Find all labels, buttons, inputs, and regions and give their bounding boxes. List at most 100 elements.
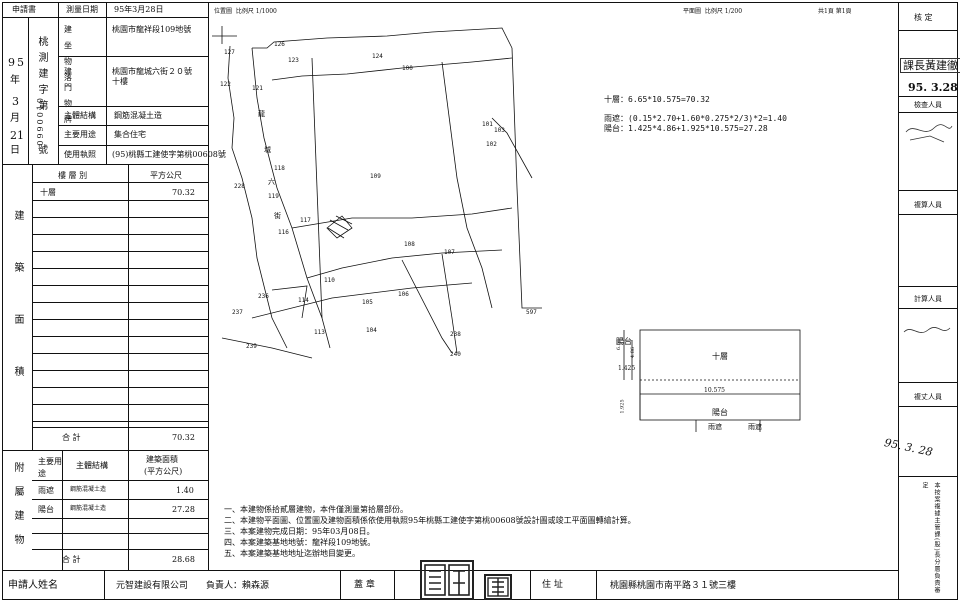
plan-dim-1425: 1.425 (618, 365, 636, 372)
use-label: 主要用途 (64, 130, 96, 139)
license-value: (95)桃縣工建使字第桃00608號 (112, 150, 226, 159)
map-lot-label: 239 (246, 343, 257, 350)
map-lot-label: 102 (486, 141, 497, 148)
approval-line (898, 190, 958, 191)
area-row-line (32, 251, 208, 252)
attach-row-struct: 鋼筋混凝土造 (70, 486, 107, 493)
approval-vertical-note: 本按案複據主管課(股)長分層負責審定 (921, 482, 940, 594)
plan-dim-665: 6.65 (616, 338, 623, 351)
approval-line (898, 30, 958, 31)
map-lot-label: 237 (232, 309, 243, 316)
map-lot-label: 114 (298, 297, 309, 304)
map-lot-label: 101 (482, 121, 493, 128)
map-lot-label: 113 (314, 329, 325, 336)
approval-line (898, 382, 958, 383)
attach-total-value: 28.68 (172, 555, 195, 564)
map-lot-label: 124 (372, 53, 383, 60)
door-value: 桃園市龍城六街２０號 (112, 67, 192, 76)
area-col-floor: 樓 層 別 (58, 171, 88, 180)
footer-applicant-label: 申請人姓名 (8, 580, 58, 591)
map-lot-label: 240 (450, 351, 461, 358)
approval-label: 核 定 (914, 13, 933, 22)
area-total-value: 70.32 (172, 433, 195, 442)
floor-plan (623, 329, 801, 432)
approval-stamp: 課長黃建徹 (900, 58, 960, 73)
area-side-label: 建築面積 (12, 210, 23, 418)
footer-divider (596, 570, 597, 600)
area-row-line (32, 302, 208, 303)
area-row-line (32, 421, 208, 422)
map-lot-label: 108 (404, 241, 415, 248)
area-header-line (32, 182, 208, 183)
approval-line (898, 476, 958, 477)
info-divider-v2 (106, 2, 107, 164)
notes-block: 一、本建物係拾貳層建物，本件僅測量第拾層部份。 二、本建物平面圖、位置圖及建物面… (224, 504, 636, 559)
plan-dim-width: 10.575 (704, 387, 725, 394)
plan-balcony-bottom: 陽台 (712, 408, 728, 417)
map-lot-label: 104 (366, 327, 377, 334)
map-lot-label: 106 (398, 291, 409, 298)
attach-row-struct: 鋼筋混凝土造 (70, 505, 107, 512)
month-char: 月 (10, 113, 20, 124)
date-month: 3 (12, 95, 19, 108)
structure-label: 主體結構 (64, 111, 96, 120)
plan-rain-1: 雨遮 (708, 423, 722, 431)
applicant-label: 申請書 (12, 5, 36, 14)
info-divider-v0 (28, 17, 29, 164)
info-bottom-line (2, 164, 208, 165)
area-row-line (32, 285, 208, 286)
footer-divider (530, 570, 531, 600)
company-seal-stamp (420, 560, 474, 600)
plan-balcony-top: 陽台 (616, 337, 632, 346)
info-row-line (58, 125, 208, 126)
area-row-line (32, 268, 208, 269)
area-bottom-line (2, 450, 208, 451)
map-lot-label: 107 (444, 249, 455, 256)
date-day: 21 (10, 129, 24, 142)
map-lot-label: 228 (234, 183, 245, 190)
map-lot-label: 109 (370, 173, 381, 180)
note-3: 三、本案建物完成日期：95年03月08日。 (224, 527, 375, 536)
attach-col-unit: (平方公尺) (144, 467, 183, 476)
survey-date-label: 測量日期 (66, 5, 98, 14)
attach-row-line (32, 533, 208, 534)
note-1: 一、本建物係拾貳層建物，本件僅測量第拾層部份。 (224, 505, 408, 514)
use-value: 集合住宅 (114, 130, 146, 139)
map-lot-label: 127 (224, 49, 235, 56)
info-divider-v1 (58, 2, 59, 164)
area-row-line (32, 387, 208, 388)
map-lot-label: 117 (300, 217, 311, 224)
attach-side-label: 附屬建物 (12, 462, 23, 558)
year-char: 年 (10, 75, 20, 86)
info-row-line (58, 145, 208, 146)
attach-total-label: 合 計 (62, 555, 81, 564)
map-lot-label: 121 (252, 85, 263, 92)
info-row-line (2, 17, 208, 18)
area-col-divider (128, 164, 129, 450)
location-map: 1271261231241001221211011021031181191091… (212, 26, 542, 359)
attach-row-use: 雨遮 (38, 486, 54, 495)
calc-staff-label: 計算人員 (914, 295, 942, 303)
location-value: 桃園市龍祥段109地號 (112, 25, 192, 34)
plan-dim-486: 4.86 (630, 346, 637, 359)
footer-divider (104, 570, 105, 600)
area-row-line (32, 217, 208, 218)
footer-address-label: 住 址 (542, 580, 563, 590)
area-row-line (32, 336, 208, 337)
plan-dim-1925: 1.925 (619, 399, 626, 414)
area-row-line (32, 234, 208, 235)
map-lot-label: 119 (268, 193, 279, 200)
footer-address: 桃園縣桃園市南平路３１號三樓 (610, 581, 737, 591)
person-seal-stamp (484, 574, 512, 600)
map-lot-label: 236 (258, 293, 269, 300)
attach-total-line (32, 549, 208, 550)
map-lot-label: 238 (450, 331, 461, 338)
area-col-area: 平方公尺 (150, 171, 182, 180)
footer-company: 元智建設有限公司 (116, 581, 189, 591)
plan-rain-2: 雨遮 (748, 423, 762, 431)
area-total-line (32, 427, 208, 428)
attach-row-use: 陽台 (38, 505, 54, 514)
area-side-divider (32, 164, 33, 450)
map-road-char: 龍 (258, 109, 265, 118)
map-lot-label: 105 (362, 299, 373, 306)
